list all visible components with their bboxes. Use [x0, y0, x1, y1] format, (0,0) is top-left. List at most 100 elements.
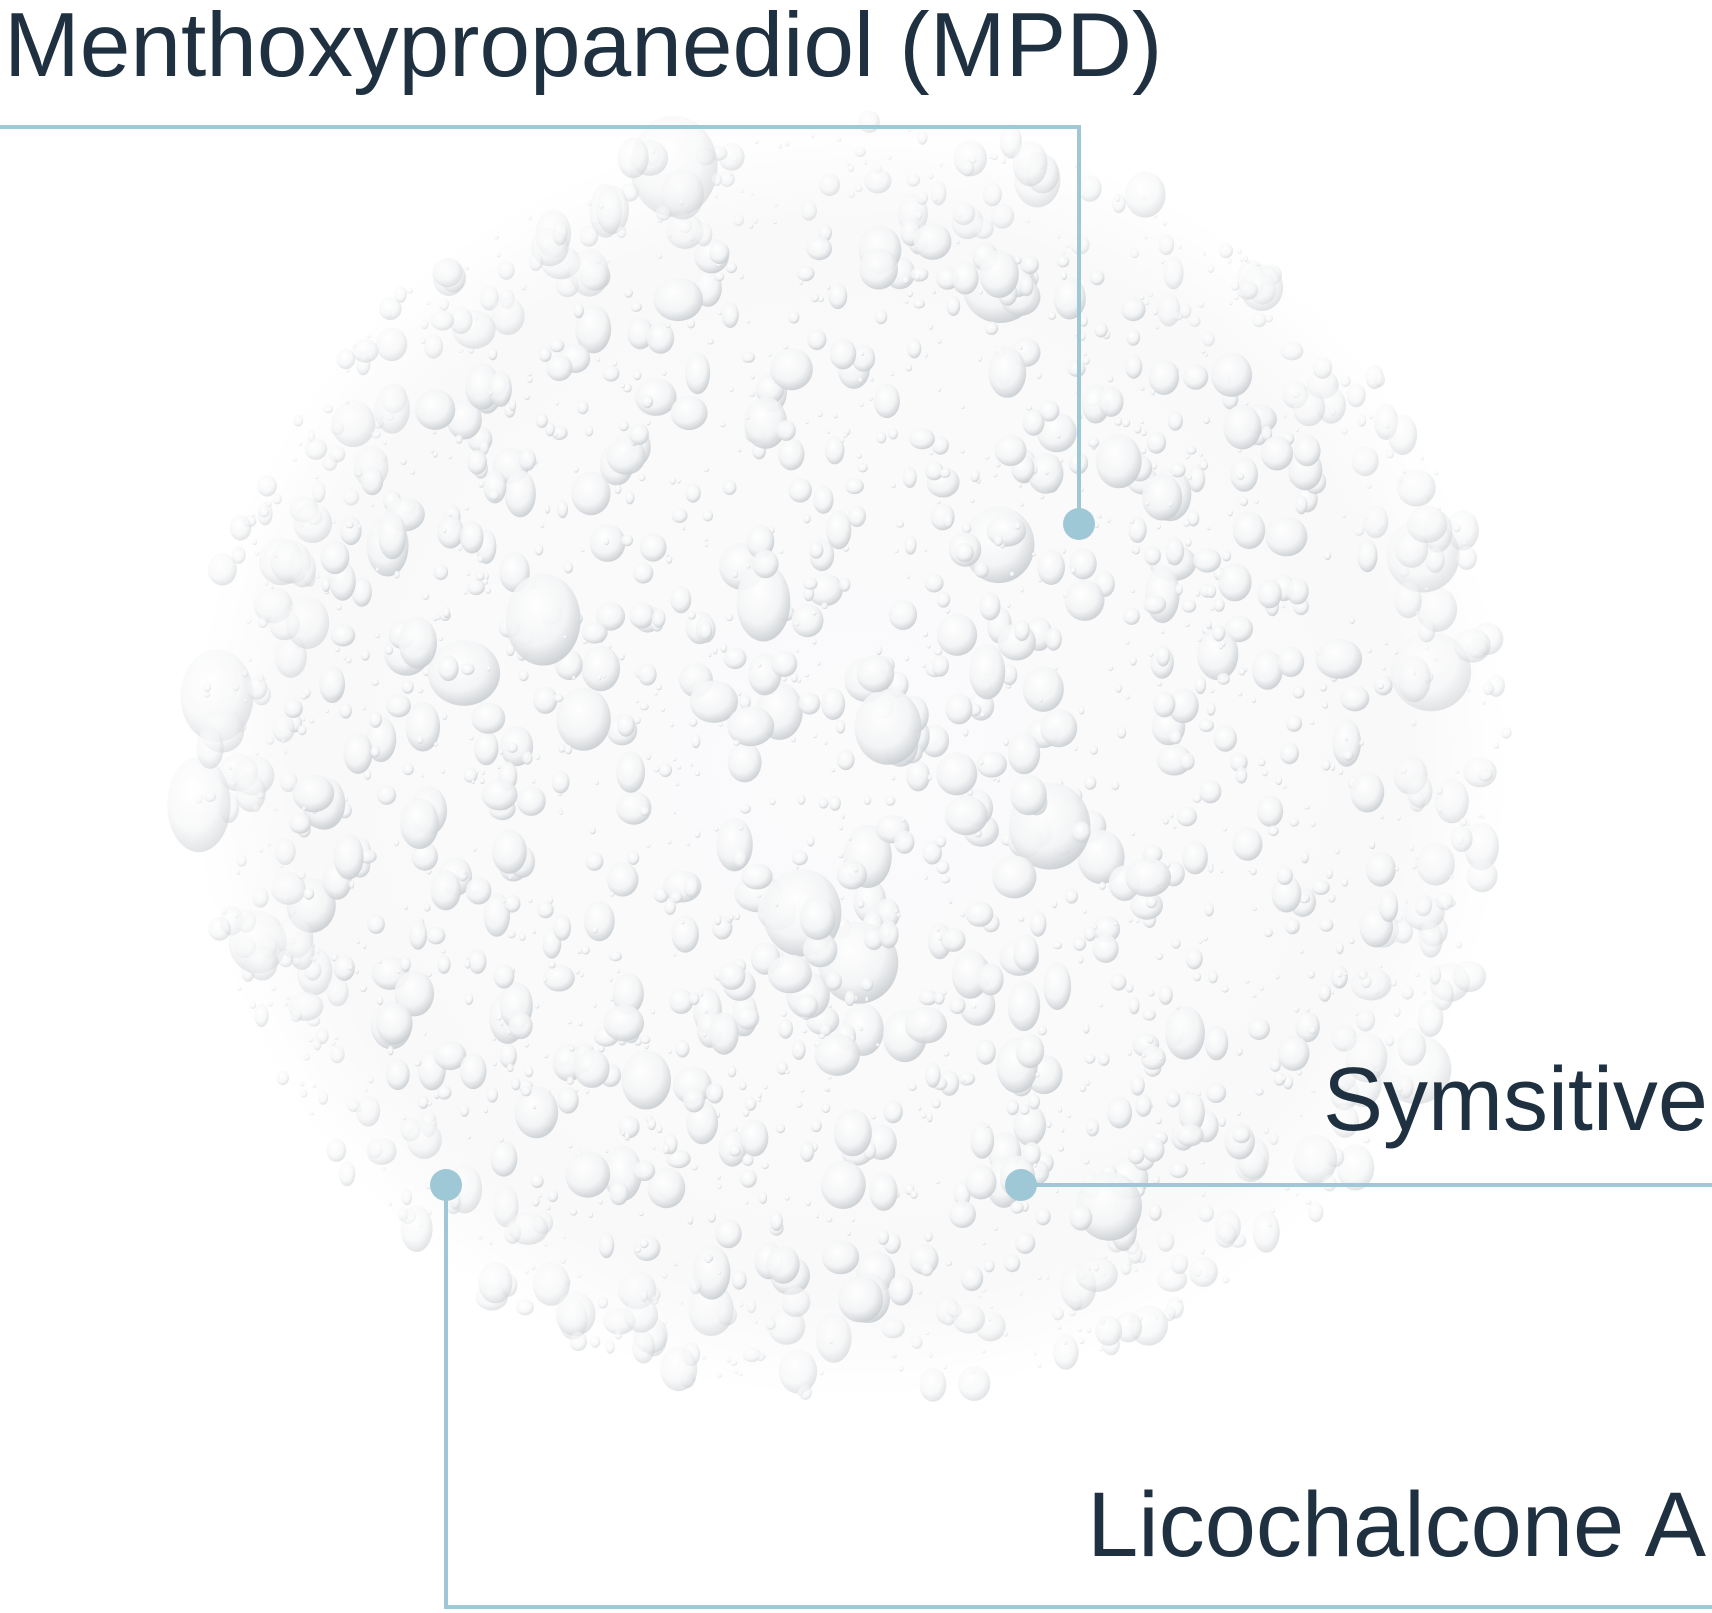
droplet [1197, 637, 1202, 642]
droplet [796, 265, 815, 282]
droplet [1060, 1126, 1065, 1133]
droplet [838, 852, 844, 859]
droplet [508, 1212, 549, 1245]
droplet [1095, 434, 1142, 489]
droplet [828, 1003, 833, 1008]
droplet [1006, 602, 1011, 608]
droplet [304, 438, 328, 460]
droplet [574, 1049, 610, 1088]
droplet [1035, 1072, 1040, 1078]
droplet [847, 1230, 851, 1237]
droplet [475, 769, 479, 774]
droplet [809, 541, 824, 559]
droplet [702, 1032, 707, 1038]
droplet [725, 262, 738, 274]
droplet [1110, 973, 1127, 991]
droplet [322, 455, 338, 471]
droplet [1045, 1273, 1050, 1280]
droplet [1093, 1262, 1100, 1272]
droplet [301, 717, 305, 722]
droplet [558, 744, 566, 753]
droplet [310, 956, 317, 962]
droplet [266, 736, 275, 745]
droplet [489, 370, 512, 407]
droplet [733, 912, 741, 921]
droplet [203, 691, 211, 698]
droplet [1338, 768, 1344, 775]
droplet [564, 744, 573, 755]
droplet [508, 875, 513, 880]
droplet [494, 234, 500, 240]
droplet [523, 394, 531, 400]
droplet [929, 451, 934, 456]
droplet [1134, 424, 1142, 434]
droplet [463, 590, 468, 595]
droplet [609, 891, 615, 897]
droplet [904, 655, 910, 662]
droplet [1144, 546, 1161, 566]
droplet [441, 769, 446, 774]
droplet [1202, 250, 1206, 256]
droplet [848, 190, 855, 198]
droplet [960, 1265, 984, 1292]
droplet [804, 673, 810, 678]
droplet [496, 252, 501, 258]
droplet [948, 898, 953, 904]
droplet [960, 1078, 966, 1083]
droplet [677, 764, 682, 770]
droplet [406, 1121, 442, 1159]
droplet [1018, 345, 1023, 350]
droplet [1269, 1133, 1279, 1145]
droplet [958, 1366, 991, 1401]
droplet [625, 490, 635, 505]
droplet [1193, 548, 1222, 573]
droplet [1395, 866, 1399, 872]
droplet [1255, 261, 1261, 267]
droplet [446, 399, 482, 440]
droplet [617, 713, 635, 737]
droplet [1167, 688, 1199, 724]
droplet [1404, 898, 1409, 904]
droplet [1387, 414, 1418, 456]
droplet [991, 153, 999, 161]
droplet [388, 1201, 393, 1206]
droplet [727, 742, 762, 783]
droplet [720, 642, 727, 653]
droplet [1385, 423, 1390, 429]
droplet [571, 471, 611, 516]
droplet [1435, 892, 1454, 911]
droplet [807, 329, 827, 351]
droplet [527, 898, 533, 903]
droplet [508, 1012, 533, 1040]
droplet [418, 1095, 429, 1109]
droplet [1163, 1306, 1176, 1321]
droplet [528, 215, 532, 221]
droplet [716, 1372, 722, 1378]
droplet [969, 644, 1006, 700]
droplet [515, 1299, 534, 1316]
droplet [655, 205, 672, 221]
droplet [851, 344, 876, 372]
droplet [292, 457, 297, 462]
droplet [1197, 300, 1205, 308]
droplet [1176, 1005, 1180, 1010]
droplet [370, 746, 380, 758]
droplet [1346, 383, 1366, 408]
droplet [717, 1184, 722, 1190]
droplet [258, 847, 263, 853]
droplet [1135, 1094, 1152, 1117]
droplet [376, 1002, 413, 1045]
droplet [1238, 667, 1246, 676]
droplet [639, 533, 667, 562]
droplet [653, 766, 660, 773]
droplet [1245, 979, 1250, 984]
droplet [727, 1065, 737, 1078]
droplet [656, 1124, 663, 1134]
droplet [1003, 1330, 1009, 1337]
droplet [981, 1348, 986, 1354]
droplet [1252, 906, 1257, 911]
droplet [1198, 719, 1214, 732]
droplet [1205, 620, 1212, 630]
droplet [1293, 1134, 1338, 1184]
droplet [984, 455, 990, 460]
